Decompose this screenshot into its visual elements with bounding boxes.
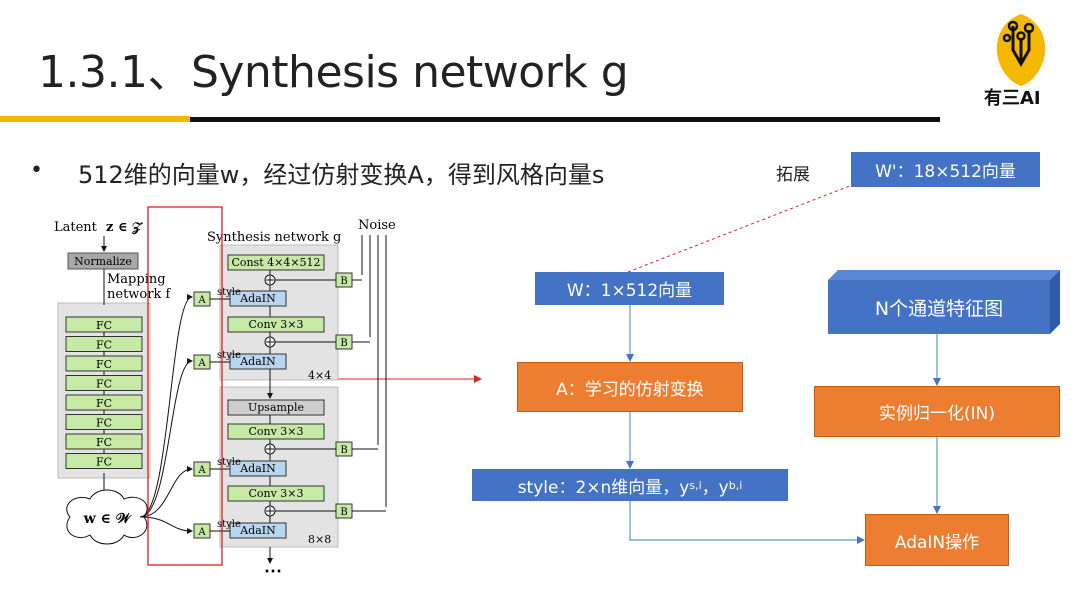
adain-box-label: AdaIN [239, 355, 276, 368]
continuation-ellipsis: ⋯ [264, 561, 282, 582]
fc-layer-label: FC [96, 319, 112, 332]
conv-box-label: Conv 3×3 [248, 487, 303, 500]
conv-box-label: Conv 3×3 [248, 318, 303, 331]
const-box-label: Const 4×4×512 [231, 256, 320, 269]
mapping-label-2: network f [107, 287, 171, 302]
feature-map-box-3d [828, 270, 1060, 334]
w-space-label: w ∈ 𝒲 [83, 511, 133, 527]
noise-scale-b-label: B [340, 338, 347, 349]
synthesis-label: Synthesis network g [207, 230, 341, 245]
affine-a-label: A [197, 295, 206, 306]
conv-box [227, 485, 325, 502]
adain-operation-box: AdaIN操作 [865, 514, 1009, 566]
expand-connector [627, 184, 853, 273]
style-label: style [217, 350, 241, 361]
logo-text: 有三AI [984, 88, 1041, 109]
noise-label: Noise [358, 218, 396, 233]
resolution-8x8: 8×8 [308, 533, 331, 546]
expand-label: 拓展 [776, 165, 810, 185]
mapping-label-1: Mapping [107, 272, 166, 287]
conv-box-label: Conv 3×3 [248, 425, 303, 438]
style-sub-b: b,i [728, 478, 743, 492]
affine-transform-box: A：学习的仿射变换 [517, 362, 743, 412]
latent-label: Latent [54, 220, 98, 235]
style-label: style [217, 287, 241, 298]
feature-map-label: N个通道特征图 [874, 297, 1004, 320]
logo-icon [996, 14, 1046, 86]
resolution-4x4: 4×4 [308, 369, 331, 382]
stylegan-architecture-figure: Latent z ∈ 𝒵 Normalize Mapping network f… [54, 206, 396, 582]
title-underline-accent [0, 116, 190, 122]
upsample-box [227, 399, 325, 416]
highlight-rectangle [147, 206, 223, 566]
bullet-text: 512维的向量w，经过仿射变换A，得到风格向量s [78, 161, 605, 189]
bullet-dot: • [30, 158, 43, 183]
affine-a-label: A [197, 358, 206, 369]
fc-layer [65, 453, 143, 469]
style-label: style [217, 457, 241, 468]
noise-scale-b-label: B [340, 445, 347, 456]
fc-layer-label: FC [96, 397, 112, 410]
noise-scale-b-label: B [340, 507, 347, 518]
style-sub-s: s,i [689, 478, 702, 492]
figure-pointer-arrowhead [474, 375, 482, 383]
conv-box [227, 316, 325, 333]
fc-stack: FC FC FC FC FC FC FC FC [65, 316, 143, 469]
adain-box-label: AdaIN [239, 524, 276, 537]
normalize-box: Normalize [74, 255, 132, 268]
conv-box [227, 423, 325, 440]
affine-a-label: A [197, 527, 206, 538]
const-box [227, 254, 325, 271]
fc-layer-label: FC [96, 378, 112, 391]
slide-title: 1.3.1、Synthesis network g [38, 47, 629, 98]
instance-norm-box: 实例归一化(IN) [814, 386, 1060, 437]
fc-layer-label: FC [96, 436, 112, 449]
upsample-box-label: Upsample [248, 401, 304, 414]
style-text-mid: ，y [701, 477, 729, 498]
noise-scale-b-label: B [340, 276, 347, 287]
fc-layer-label: FC [96, 358, 112, 371]
adain-box-label: AdaIN [239, 292, 276, 305]
fc-layer-label: FC [96, 417, 112, 430]
latent-math: z ∈ 𝒵 [106, 220, 143, 235]
fc-layer-label: FC [96, 456, 112, 469]
affine-a-label: A [197, 465, 206, 476]
adain-box-label: AdaIN [239, 462, 276, 475]
style-text: style：2×n维向量，y [517, 477, 690, 498]
fc-layer-label: FC [96, 339, 112, 352]
style-label: style [217, 519, 241, 530]
title-underline [190, 117, 940, 122]
w-prime-box: W'：18×512向量 [851, 152, 1040, 187]
w-box: W：1×512向量 [535, 272, 724, 305]
